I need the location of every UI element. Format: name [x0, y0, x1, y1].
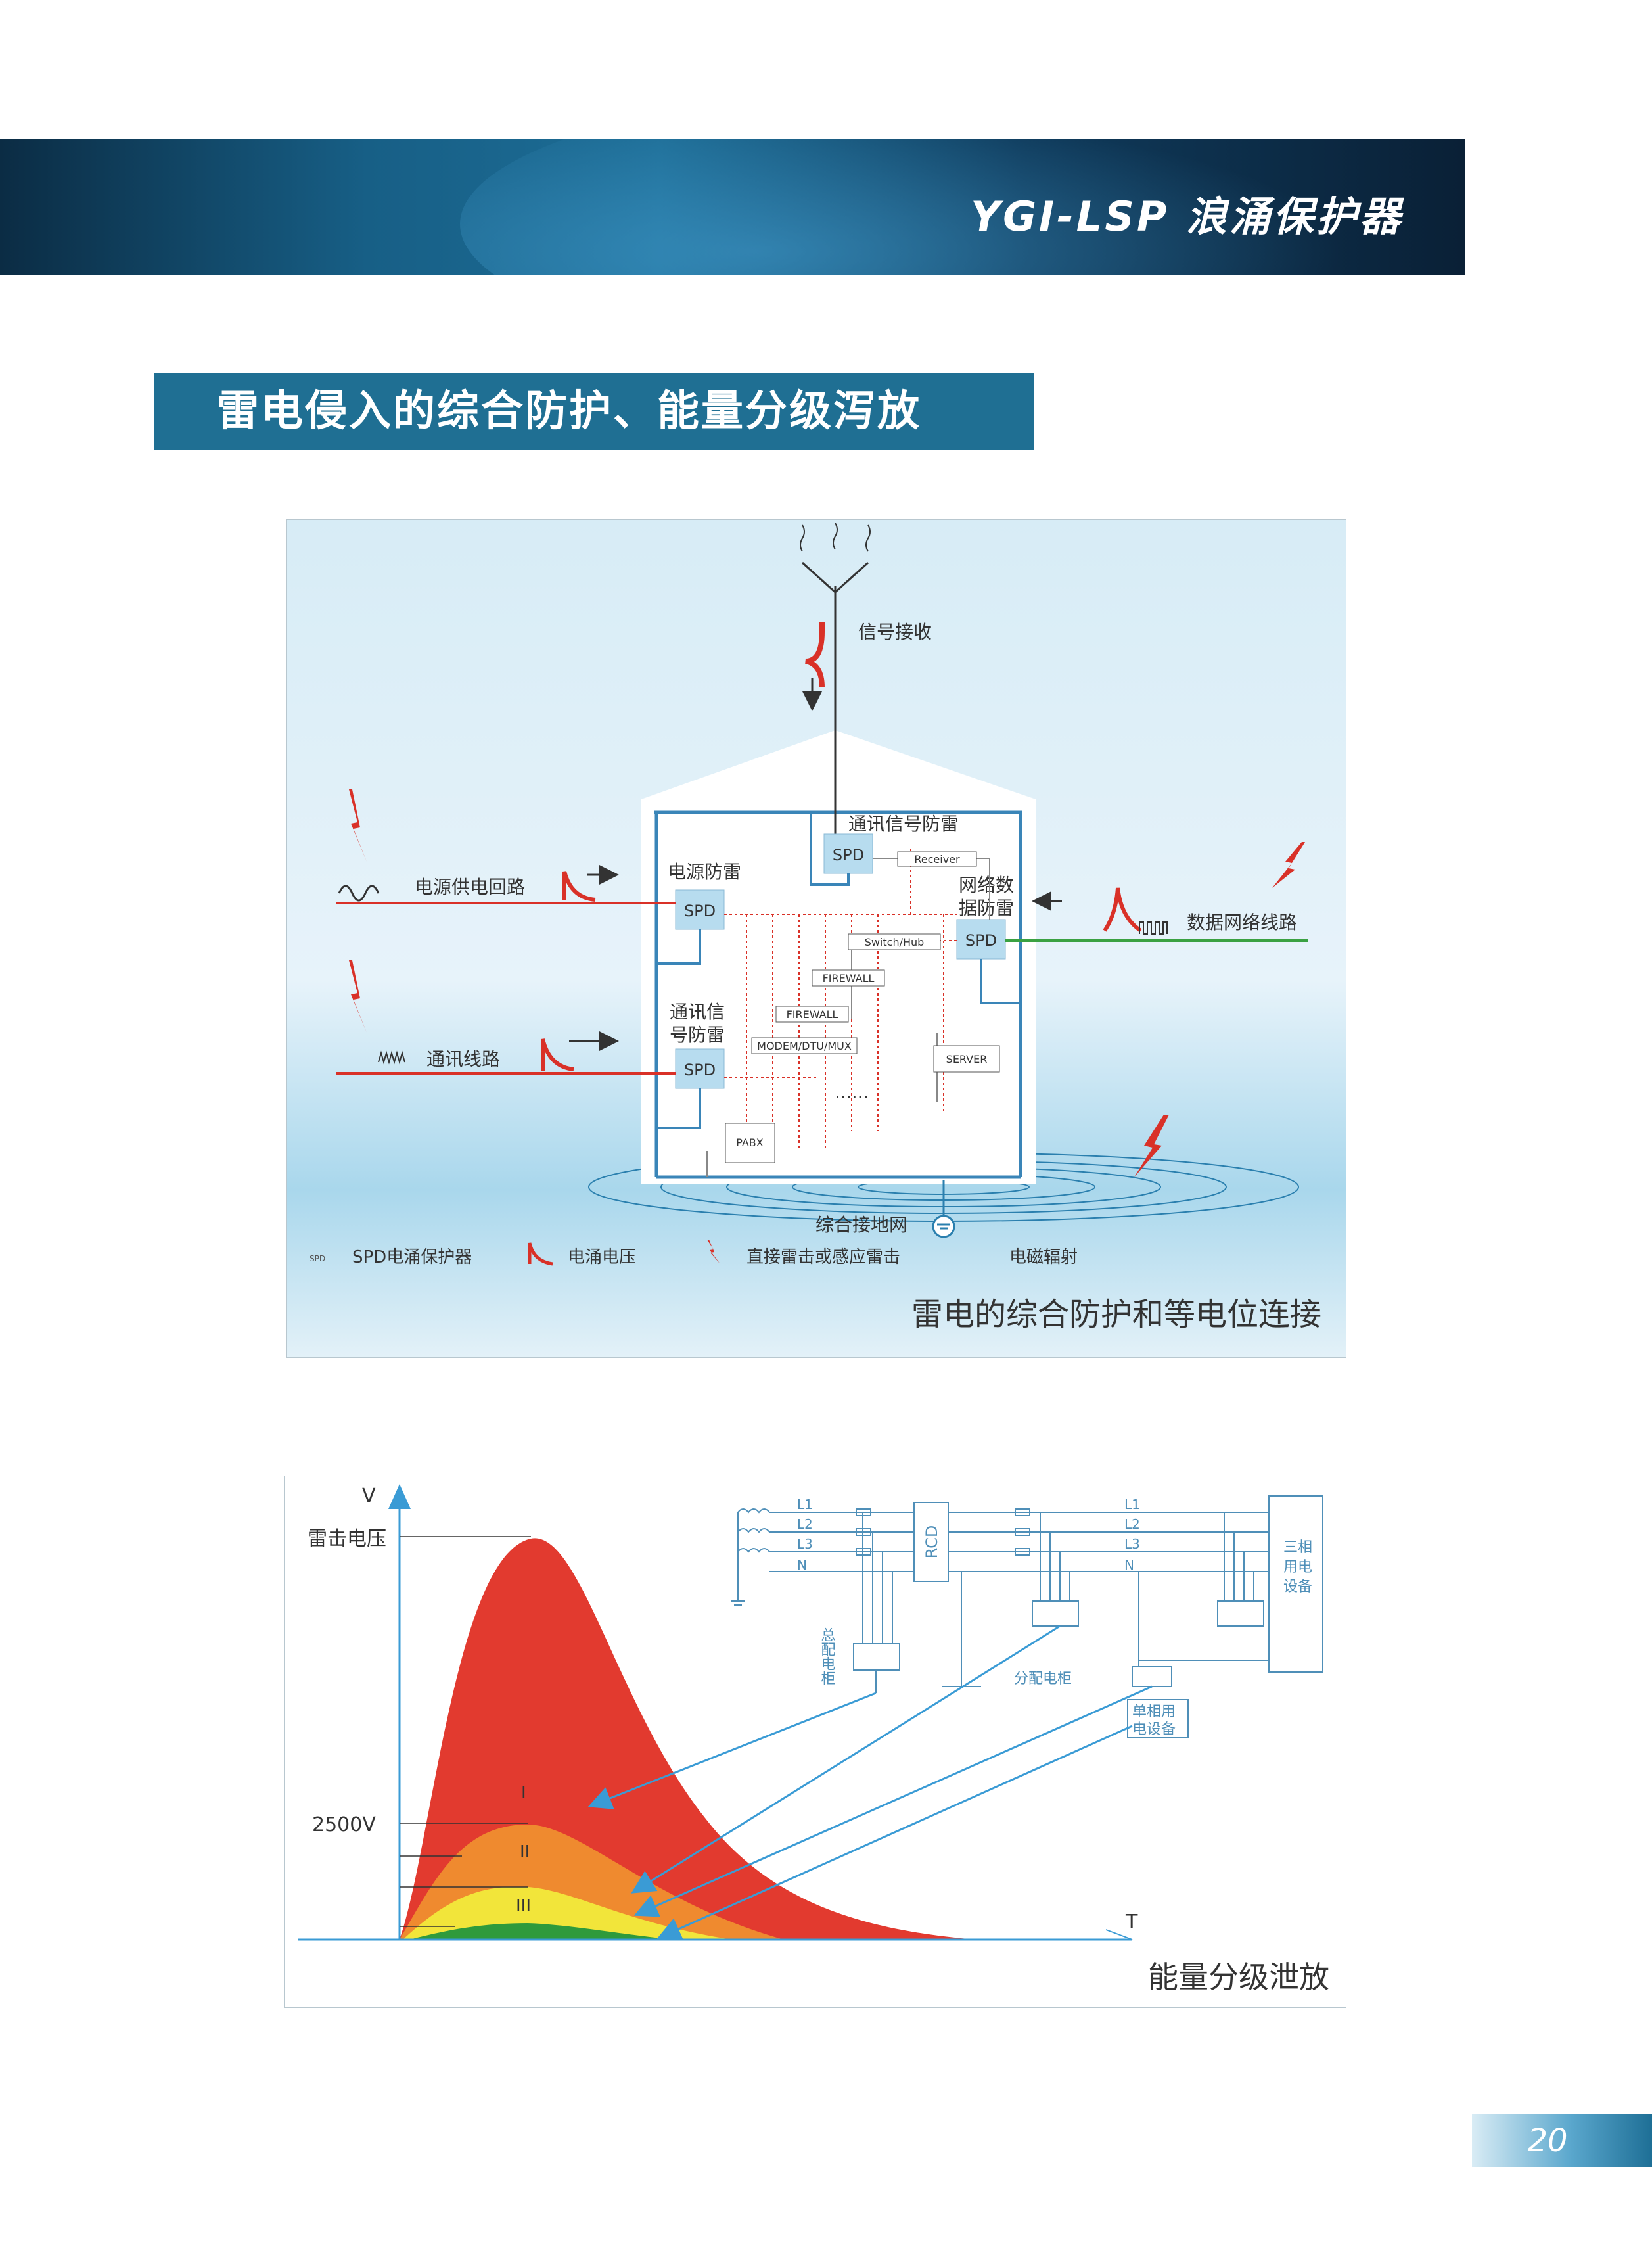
- svg-text:SPD: SPD: [965, 931, 997, 950]
- figure2-caption: 能量分级泄放: [1148, 1959, 1329, 1995]
- legend-surge-icon: [528, 1242, 553, 1266]
- level-2500v-label: 2500V: [312, 1813, 376, 1836]
- legend-lightning-icon: [707, 1240, 720, 1264]
- network-protect-label-1: 网络数: [959, 874, 1014, 896]
- pabx-box: PABX: [736, 1136, 764, 1149]
- firewall-box-2: FIREWALL: [787, 1008, 838, 1021]
- comm-line-label: 通讯线路: [426, 1048, 500, 1070]
- ground-grid-label: 综合接地网: [815, 1214, 907, 1236]
- y-axis-arrow: [388, 1484, 411, 1509]
- three-phase-label-3: 设备: [1283, 1579, 1312, 1595]
- rcd-label: RCD: [923, 1525, 941, 1559]
- zone-4-area: [409, 1923, 672, 1940]
- three-phase-label-1: 三相: [1283, 1539, 1312, 1556]
- devices: Receiver Switch/Hub FIREWALL FIREWALL MO…: [725, 851, 1000, 1163]
- line-l2-label-right: L2: [1124, 1516, 1140, 1532]
- power-protect-label: 电源防雷: [668, 861, 741, 883]
- line-l1-label-right: L1: [1124, 1497, 1140, 1512]
- server-box: SERVER: [946, 1053, 988, 1065]
- antenna-icon: [800, 523, 871, 837]
- main-cabinet-label: 总配电柜: [819, 1627, 836, 1685]
- comm-signal-protect-label: 通讯信号防雷: [848, 813, 959, 835]
- banner-swoosh: [460, 139, 1446, 275]
- spd-comm-signal: SPD: [823, 833, 873, 874]
- zone-3-label: III: [516, 1896, 531, 1916]
- line-l3-label: L3: [797, 1536, 813, 1552]
- lightning-bolt-icon: [349, 789, 367, 862]
- power-surge-icon: [562, 871, 596, 902]
- power-line-label: 电源供电回路: [415, 876, 525, 898]
- switch-hub-box: Switch/Hub: [865, 936, 925, 948]
- x-axis-label: T: [1125, 1911, 1138, 1934]
- legend-em-text: 电磁辐射: [1009, 1247, 1078, 1267]
- equipotential-bus: [654, 810, 1022, 1179]
- network-protect-label-2: 据防雷: [959, 897, 1014, 919]
- antenna-surge-icon: [804, 622, 825, 688]
- line-l2-label: L2: [797, 1516, 813, 1532]
- single-phase-label-1: 单相用: [1132, 1704, 1176, 1720]
- line-n-label-right: N: [1124, 1557, 1134, 1573]
- receiver-box: Receiver: [914, 853, 960, 866]
- legend-strike-text: 直接雷击或感应雷击: [746, 1247, 900, 1267]
- header-banner: YGI-LSP 浪涌保护器: [0, 139, 1465, 275]
- distribution-schematic: [731, 1495, 1323, 1693]
- comm-protect-label-2: 号防雷: [670, 1024, 725, 1046]
- legend-spd-text: SPD电涌保护器: [352, 1247, 472, 1267]
- lightning-bolt-icon: [1272, 842, 1305, 888]
- lightning-bolt-icon: [349, 960, 367, 1033]
- data-line-label: 数据网络线路: [1187, 912, 1297, 933]
- spd-network: SPD: [956, 919, 1006, 960]
- line-n-label: N: [797, 1557, 807, 1573]
- spd-comm-line: SPD: [675, 1048, 725, 1089]
- brand-title: YGI-LSP 浪涌保护器: [971, 193, 1403, 241]
- svg-text:SPD: SPD: [684, 1061, 716, 1079]
- peak-voltage-label: 雷击电压: [308, 1527, 386, 1550]
- line-l3-label-right: L3: [1124, 1536, 1140, 1552]
- energy-grading-diagram: V T 雷击电压 2500V I II III: [284, 1476, 1346, 2008]
- sub-cabinet-label: 分配电柜: [1014, 1671, 1072, 1687]
- page-number-tab: [1472, 2114, 1652, 2167]
- legend: SPD SPD电涌保护器 电涌电压 直接雷击或感应雷击 电磁辐射: [310, 1242, 1078, 1267]
- internal-wiring: [724, 849, 957, 1151]
- ground-icon: [932, 1180, 955, 1238]
- sine-wave-icon: [338, 885, 380, 902]
- spd-power: SPD: [675, 889, 725, 930]
- modem-box: MODEM/DTU/MUX: [757, 1040, 852, 1052]
- legend-surge-text: 电涌电压: [568, 1247, 636, 1267]
- single-phase-label-2: 电设备: [1132, 1721, 1176, 1738]
- y-axis-label: V: [362, 1485, 376, 1508]
- zone-2-label: II: [520, 1842, 530, 1862]
- figure1-caption: 雷电的综合防护和等电位连接: [911, 1296, 1321, 1333]
- pulse-train-icon: [1139, 921, 1168, 935]
- legend-spd-small: SPD: [310, 1254, 325, 1263]
- three-phase-label-2: 用电: [1283, 1559, 1312, 1575]
- lightning-bolt-icon: [1134, 1115, 1169, 1177]
- zone-pointer-arrows: [587, 1625, 1153, 1940]
- comm-protect-label-1: 通讯信: [670, 1001, 725, 1023]
- section-title: 雷电侵入的综合防护、能量分级泻放: [154, 373, 1034, 450]
- level-guides: [400, 1536, 531, 1927]
- device-ellipsis: ……: [835, 1083, 869, 1103]
- coil-icon: [378, 1050, 405, 1065]
- svg-text:SPD: SPD: [684, 902, 716, 920]
- lightning-protection-diagram: 信号接收 SPD SPD SPD SPD 通讯信号防雷 电源防雷 网络数 据防雷: [286, 519, 1346, 1358]
- data-surge-icon: [1103, 887, 1142, 933]
- comm-surge-icon: [541, 1038, 574, 1071]
- signal-receive-label: 信号接收: [858, 621, 932, 643]
- line-l1-label: L1: [797, 1497, 813, 1512]
- svg-text:SPD: SPD: [833, 846, 864, 864]
- firewall-box-1: FIREWALL: [823, 972, 875, 985]
- page-number: 20: [1527, 2122, 1568, 2159]
- zone-1-label: I: [521, 1783, 526, 1803]
